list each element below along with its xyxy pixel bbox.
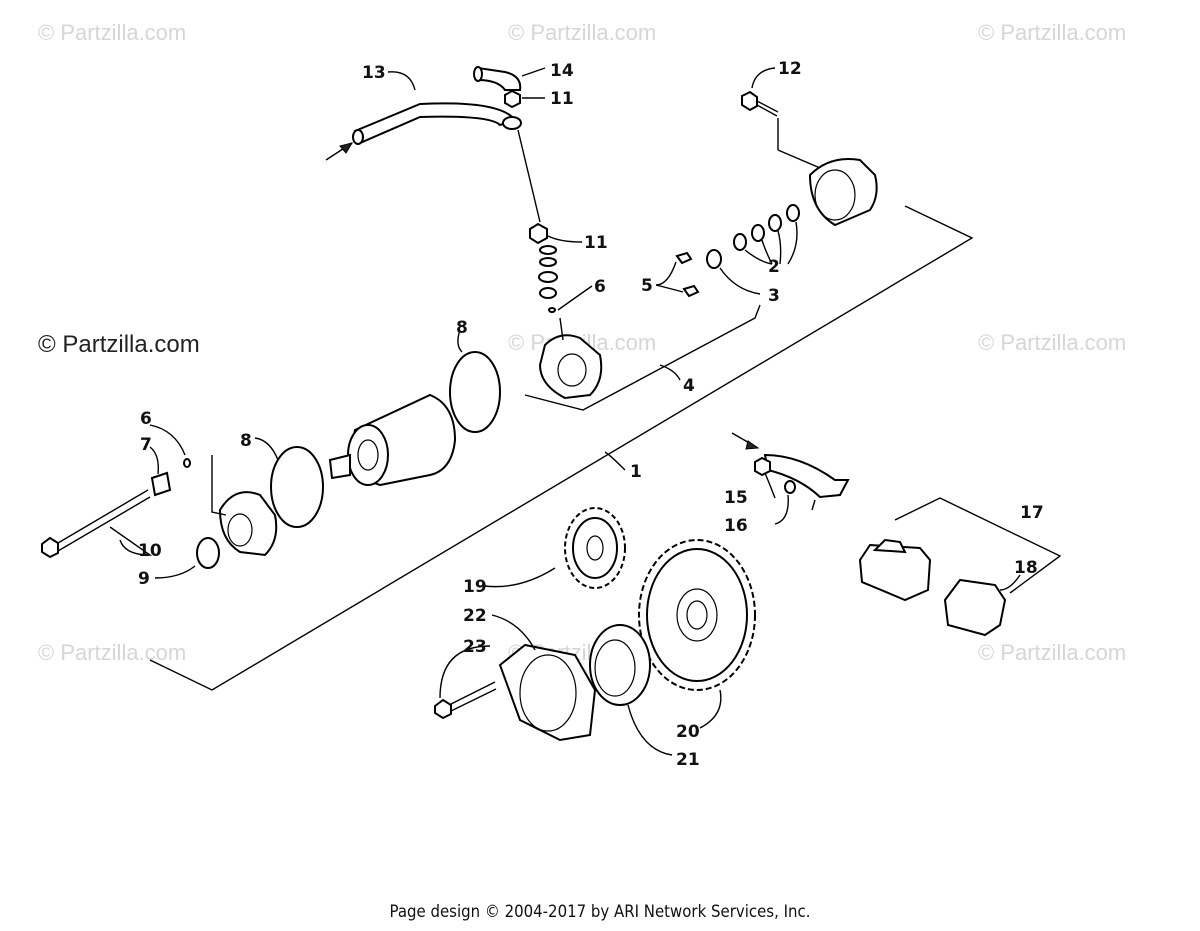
bracket-7 xyxy=(150,471,172,497)
front-housing xyxy=(211,455,278,557)
callout-11-upper: 11 xyxy=(550,89,574,109)
callout-12: 12 xyxy=(778,59,802,79)
callout-20: 20 xyxy=(676,722,700,742)
callout-1: 1 xyxy=(630,462,642,482)
callout-4: 4 xyxy=(683,376,695,396)
nut-11-lower xyxy=(529,222,548,245)
bolt-12 xyxy=(741,90,779,117)
o-ring-6-upper xyxy=(548,307,556,313)
leader-lines xyxy=(109,67,1021,756)
clip-5-lower xyxy=(682,284,700,298)
callout-22: 22 xyxy=(463,606,487,626)
callout-21: 21 xyxy=(676,750,700,770)
solenoid-cable xyxy=(731,432,850,511)
starter-motor xyxy=(328,393,457,487)
washer-stack xyxy=(538,245,558,299)
callout-9: 9 xyxy=(138,569,150,589)
watermark: © Partzilla.com xyxy=(38,640,186,665)
solenoid-17 xyxy=(858,538,932,602)
watermark: © Partzilla.com xyxy=(978,20,1126,45)
group-bracket-4 xyxy=(524,304,761,411)
cover-18 xyxy=(943,578,1007,637)
watermark: © Partzilla.com xyxy=(978,640,1126,665)
watermark-main: © Partzilla.com xyxy=(38,331,200,358)
callout-18: 18 xyxy=(1014,558,1038,578)
callout-10: 10 xyxy=(138,541,162,561)
callout-14: 14 xyxy=(550,61,574,81)
callout-6-left: 6 xyxy=(140,409,152,429)
callout-3: 3 xyxy=(768,286,780,306)
callout-8-left: 8 xyxy=(240,431,252,451)
o-ring-8-left xyxy=(270,446,324,528)
washer-3 xyxy=(706,249,722,269)
brush-plate-4 xyxy=(538,317,603,400)
o-ring-9 xyxy=(196,537,220,569)
callout-13: 13 xyxy=(362,63,386,83)
bolt-23 xyxy=(434,681,497,720)
gear-19 xyxy=(564,507,626,589)
washers-2 xyxy=(733,204,800,251)
callout-17: 17 xyxy=(1020,503,1044,523)
watermark: © Partzilla.com xyxy=(38,20,186,45)
gear-20 xyxy=(638,539,756,691)
callout-5: 5 xyxy=(641,276,653,296)
callout-8-upper: 8 xyxy=(456,318,468,338)
cable-13 xyxy=(325,102,522,161)
bolt-10 xyxy=(41,489,151,559)
group-bracket-1 xyxy=(149,205,974,691)
callout-11-lower: 11 xyxy=(584,233,608,253)
clutch-21 xyxy=(589,624,651,706)
watermark: © Partzilla.com xyxy=(508,20,656,45)
callout-2: 2 xyxy=(768,257,780,277)
o-ring-8-right xyxy=(449,351,501,433)
callout-16: 16 xyxy=(724,516,748,536)
o-ring-6-left xyxy=(183,458,191,468)
terminal-boot-14 xyxy=(473,66,522,91)
callout-7: 7 xyxy=(140,435,152,455)
nut-11-upper xyxy=(504,89,521,109)
callout-19: 19 xyxy=(463,577,487,597)
group-bracket-17 xyxy=(894,497,1062,594)
callout-6-upper: 6 xyxy=(594,277,606,297)
end-cover xyxy=(777,118,878,227)
footer-copyright: Page design © 2004-2017 by ARI Network S… xyxy=(389,902,811,922)
clip-5-upper xyxy=(675,251,693,265)
callout-23: 23 xyxy=(463,637,487,657)
callout-15: 15 xyxy=(724,488,748,508)
watermark: © Partzilla.com xyxy=(978,330,1126,355)
